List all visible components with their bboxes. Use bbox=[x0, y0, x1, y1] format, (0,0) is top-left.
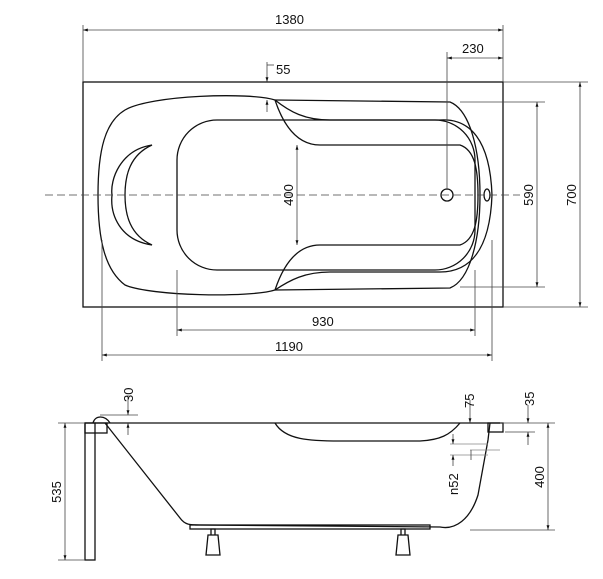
dim-overflow-offset: 75 bbox=[462, 394, 477, 408]
dim-edge-thickness: 35 bbox=[522, 392, 537, 406]
leg-right bbox=[395, 528, 411, 556]
dim-rim-height: 30 bbox=[121, 388, 136, 402]
headrest bbox=[111, 144, 153, 246]
dim-overflow-diameter: n52 bbox=[446, 473, 461, 495]
dim-drain-offset: 230 bbox=[462, 41, 484, 56]
seat-line-bottom bbox=[274, 194, 479, 291]
rim-edge bbox=[487, 422, 504, 433]
dim-total-height: 535 bbox=[49, 481, 64, 503]
top-view: 1380 230 55 400 590 700 930 1190 bbox=[45, 12, 588, 361]
dim-inner-length: 1190 bbox=[275, 339, 303, 354]
panel-top bbox=[84, 422, 108, 434]
side-view: 30 75 n52 35 400 535 bbox=[49, 388, 555, 561]
leg-left bbox=[205, 528, 221, 556]
inner-basin bbox=[97, 95, 493, 296]
seat-profile bbox=[274, 422, 461, 442]
dim-overall-width: 700 bbox=[564, 184, 579, 206]
base-frame bbox=[189, 524, 431, 530]
tub-outline bbox=[82, 81, 504, 308]
seat-line-top bbox=[274, 99, 479, 196]
dim-inner-width: 590 bbox=[521, 184, 536, 206]
dim-seat-width: 400 bbox=[281, 184, 296, 206]
dim-rim-width: 55 bbox=[276, 62, 290, 77]
rim-inner-line bbox=[274, 99, 481, 291]
dim-depth: 400 bbox=[532, 466, 547, 488]
dim-bottom-length: 930 bbox=[312, 314, 334, 329]
dim-overall-length: 1380 bbox=[275, 12, 304, 27]
side-panel bbox=[84, 422, 96, 561]
tub-body bbox=[104, 422, 491, 529]
headrest-bump bbox=[92, 416, 111, 424]
